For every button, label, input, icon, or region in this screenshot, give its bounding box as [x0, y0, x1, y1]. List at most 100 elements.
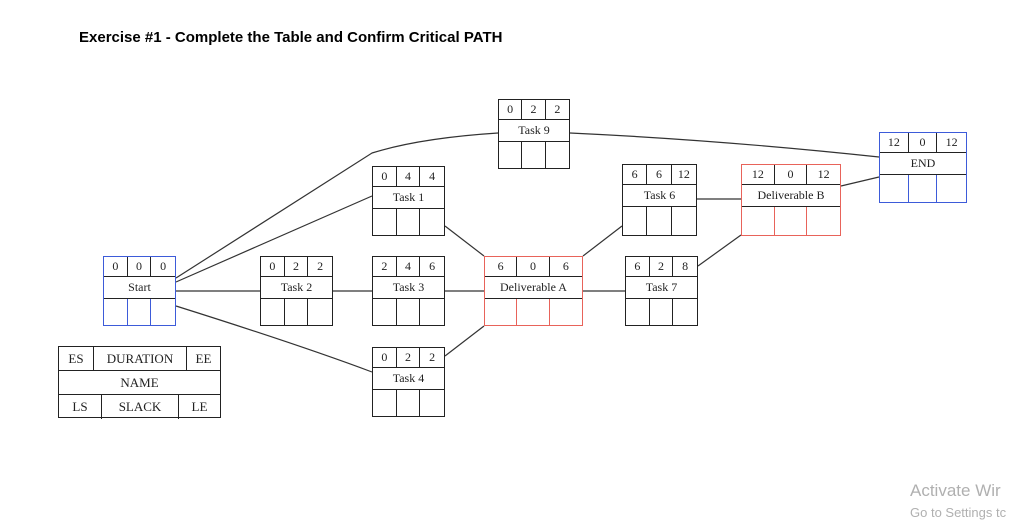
- node-deliverable-b-name: Deliverable B: [742, 185, 840, 207]
- node-task4-duration: 2: [396, 348, 421, 368]
- node-task1-name: Task 1: [373, 187, 444, 209]
- legend-le: LE: [191, 399, 208, 414]
- node-task3-duration: 4: [396, 257, 421, 277]
- node-deliverable-b-slack: [775, 207, 808, 235]
- node-task6-duration: 6: [647, 165, 672, 185]
- node-task4-ee: 2: [420, 348, 444, 368]
- node-task9-ee: 2: [545, 100, 569, 120]
- node-task6-ee: 12: [671, 165, 696, 185]
- node-deliverable-b-ls: [742, 207, 775, 235]
- node-task1-ls: [373, 209, 397, 235]
- node-task7: 6 2 8 Task 7: [625, 256, 698, 326]
- node-task1-ee: 4: [420, 167, 444, 187]
- edge-start-task1: [175, 195, 373, 283]
- node-end-ee: 12: [937, 133, 966, 153]
- node-task1-duration: 4: [396, 167, 421, 187]
- node-task6-ls: [623, 207, 648, 235]
- node-task3: 2 4 6 Task 3: [372, 256, 445, 326]
- node-task2-le: [308, 299, 332, 325]
- legend-duration: DURATION: [94, 347, 187, 370]
- node-start-duration: 0: [127, 257, 152, 277]
- node-task4-es: 0: [373, 348, 397, 368]
- node-deliverable-a-name: Deliverable A: [485, 277, 582, 299]
- node-task1-es: 0: [373, 167, 397, 187]
- edge-start-task4: [175, 305, 373, 373]
- node-task2-slack: [285, 299, 309, 325]
- legend-row-middle: NAME: [59, 371, 220, 395]
- node-end-name: END: [880, 153, 966, 175]
- node-task9-ls: [499, 142, 523, 168]
- node-task9-name: Task 9: [499, 120, 569, 142]
- node-end-ls: [880, 175, 909, 202]
- legend-es: ES: [59, 347, 94, 370]
- node-task1: 0 4 4 Task 1: [372, 166, 445, 236]
- node-deliverable-a-ls: [485, 299, 518, 325]
- node-deliverable-a: 6 0 6 Deliverable A: [484, 256, 583, 326]
- node-task9-duration: 2: [522, 100, 546, 120]
- node-task4-name: Task 4: [373, 368, 444, 390]
- page-title: Exercise #1 - Complete the Table and Con…: [79, 29, 503, 46]
- node-task7-duration: 2: [649, 257, 674, 277]
- node-task3-ee: 6: [420, 257, 444, 277]
- node-start-ls: [104, 299, 128, 325]
- node-deliverable-b-es: 12: [742, 165, 775, 185]
- node-end-slack: [909, 175, 938, 202]
- legend-row-top: ES DURATION EE: [59, 347, 220, 371]
- node-task6-slack: [647, 207, 672, 235]
- node-task6-name: Task 6: [623, 185, 696, 207]
- node-task9-es: 0: [499, 100, 523, 120]
- node-task4: 0 2 2 Task 4: [372, 347, 445, 417]
- node-deliverable-b-le: [807, 207, 840, 235]
- node-task2-ls: [261, 299, 285, 325]
- node-task2: 0 2 2 Task 2: [260, 256, 333, 326]
- node-task7-ls: [626, 299, 650, 325]
- node-deliverable-a-le: [550, 299, 582, 325]
- node-task7-es: 6: [626, 257, 650, 277]
- node-start-name: Start: [104, 277, 175, 299]
- node-task6-es: 6: [623, 165, 648, 185]
- activate-windows-watermark: Activate Wir: [910, 481, 1001, 500]
- node-deliverable-b-duration: 0: [774, 165, 808, 185]
- node-deliverable-a-slack: [517, 299, 550, 325]
- node-task6: 6 6 12 Task 6: [622, 164, 697, 236]
- node-deliverable-a-es: 6: [485, 257, 518, 277]
- node-deliverable-a-ee: 6: [549, 257, 582, 277]
- edge-delivA-task6: [582, 225, 623, 257]
- node-deliverable-b: 12 0 12 Deliverable B: [741, 164, 841, 236]
- node-start-es: 0: [104, 257, 128, 277]
- node-start-le: [151, 299, 175, 325]
- node-task3-name: Task 3: [373, 277, 444, 299]
- node-end-le: [937, 175, 966, 202]
- legend-ls: LS: [59, 395, 102, 419]
- edge-delivB-end: [840, 176, 880, 187]
- go-to-settings-watermark: Go to Settings tc: [910, 505, 1007, 520]
- node-task6-le: [672, 207, 696, 235]
- node-task3-slack: [397, 299, 421, 325]
- edge-start-task9: [175, 132, 499, 279]
- node-task4-slack: [397, 390, 421, 416]
- node-end-es: 12: [880, 133, 909, 153]
- node-start: 0 0 0 Start: [103, 256, 176, 326]
- node-task9: 0 2 2 Task 9: [498, 99, 570, 169]
- node-task9-le: [546, 142, 569, 168]
- legend-name: NAME: [120, 374, 159, 390]
- node-task3-ls: [373, 299, 397, 325]
- node-task2-name: Task 2: [261, 277, 332, 299]
- node-task7-slack: [650, 299, 674, 325]
- edge-task7-delivB: [697, 234, 742, 267]
- node-task9-slack: [522, 142, 546, 168]
- node-task2-ee: 2: [308, 257, 332, 277]
- node-end: 12 0 12 END: [879, 132, 967, 203]
- edge-task4-delivA: [444, 325, 485, 357]
- legend-ee: EE: [195, 350, 212, 366]
- node-task1-le: [420, 209, 444, 235]
- node-end-duration: 0: [908, 133, 938, 153]
- node-deliverable-a-duration: 0: [517, 257, 550, 277]
- edge-task9-end: [569, 132, 880, 158]
- node-task4-le: [420, 390, 444, 416]
- node-task4-ls: [373, 390, 397, 416]
- node-task7-ee: 8: [673, 257, 697, 277]
- node-task3-es: 2: [373, 257, 397, 277]
- node-task1-slack: [397, 209, 421, 235]
